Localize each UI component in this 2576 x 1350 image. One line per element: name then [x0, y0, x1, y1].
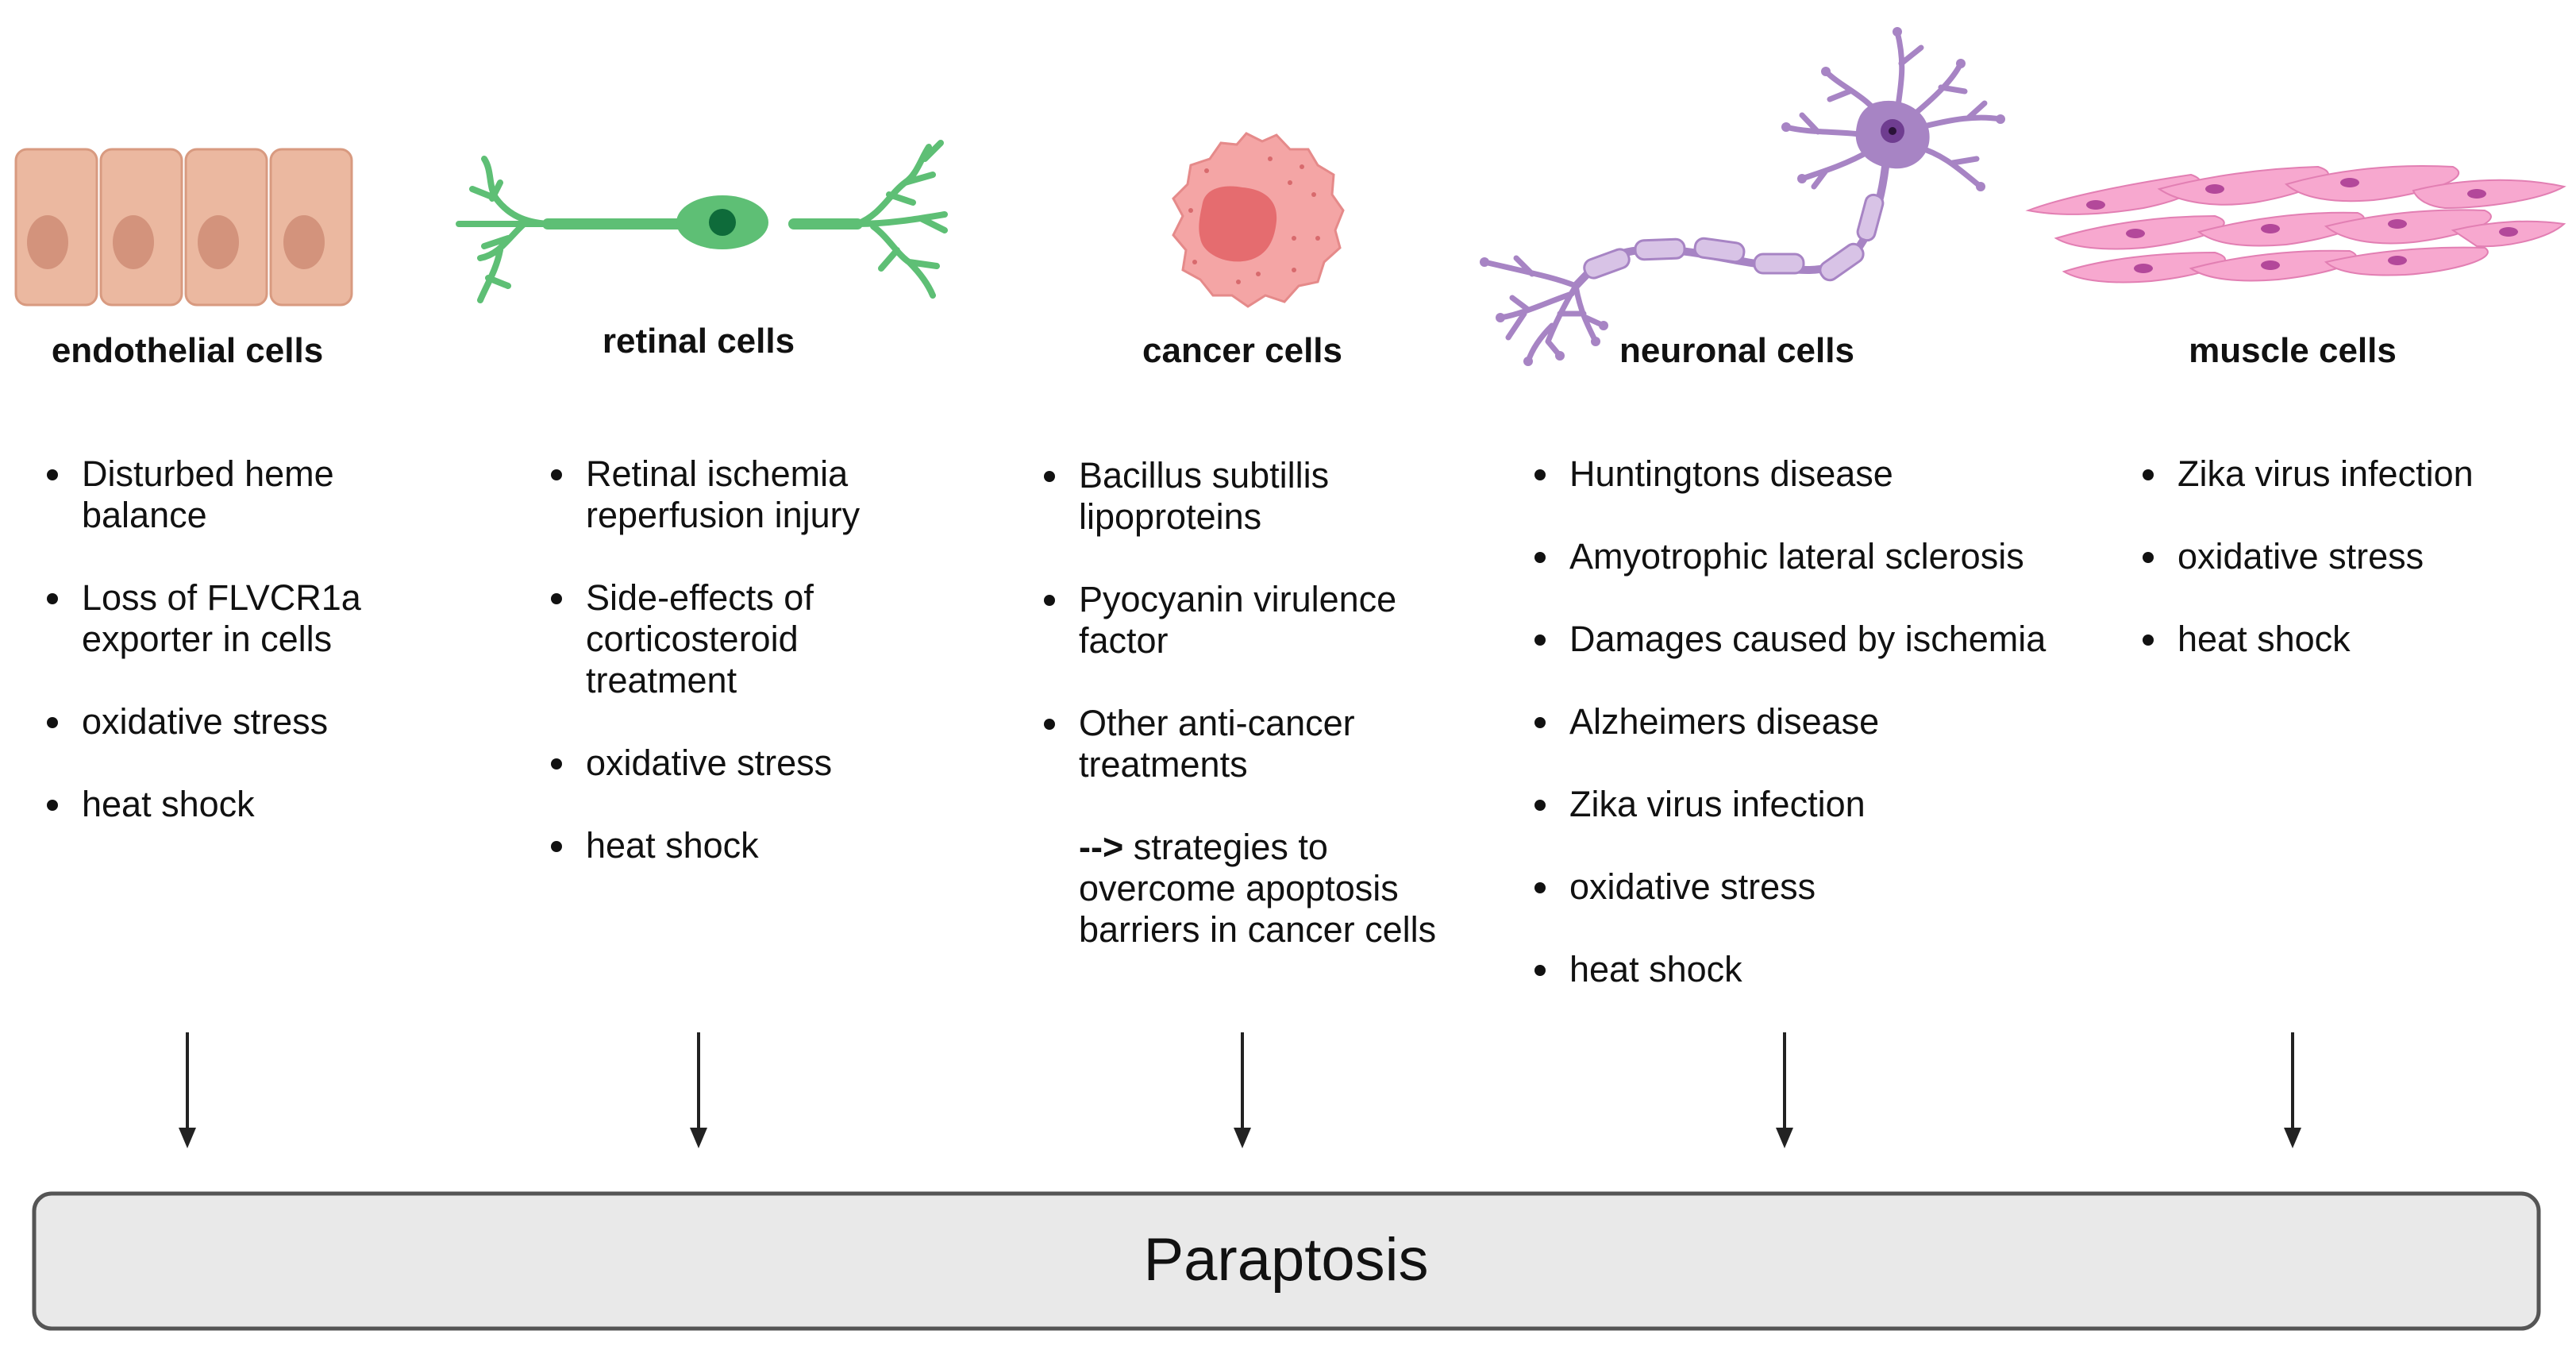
- list-item-text: treatment: [586, 660, 737, 700]
- list-item-text: Disturbed heme: [82, 453, 334, 494]
- bullet-dot: [551, 841, 562, 852]
- bullet-dot: [551, 593, 562, 604]
- endothelial-nucleus-1: [27, 215, 68, 269]
- endothelial-nucleus-2: [113, 215, 154, 269]
- list-item-text: oxidative stress: [2177, 536, 2424, 577]
- note-text-first: --> strategies to: [1079, 827, 1328, 867]
- retinal-nucleus: [709, 209, 736, 236]
- list-item-text: exporter in cells: [82, 619, 332, 659]
- bullet-dot: [1044, 471, 1055, 482]
- arrow-cancer: [1234, 1032, 1251, 1148]
- cancer-nucleus: [1199, 186, 1277, 262]
- list-item-text: oxidative stress: [586, 742, 832, 783]
- bullet-dot: [47, 469, 58, 480]
- arrow-muscle: [2284, 1032, 2301, 1148]
- list-item-text: oxidative stress: [82, 701, 328, 742]
- bullet-dot: [1534, 965, 1546, 976]
- list-item-text: heat shock: [586, 825, 759, 866]
- note-text: overcome apoptosis: [1079, 868, 1399, 908]
- bullet-dot: [47, 593, 58, 604]
- note-text: barriers in cancer cells: [1079, 909, 1436, 950]
- bullet-dot: [1534, 634, 1546, 646]
- bullet-dot: [1534, 552, 1546, 563]
- arrows: [179, 1032, 2301, 1148]
- bullet-dot: [2143, 552, 2154, 563]
- list-item-text: treatments: [1079, 744, 1248, 785]
- note-text: strategies to: [1134, 827, 1328, 867]
- column-title-cancer: cancer cells: [1142, 331, 1342, 370]
- bullet-dot: [47, 800, 58, 811]
- bullet-dot: [47, 717, 58, 728]
- list-item-text: lipoproteins: [1079, 496, 1261, 537]
- list-item-text: Huntingtons disease: [1569, 453, 1893, 494]
- list-item-text: corticosteroid: [586, 619, 799, 659]
- list-item-text: Other anti-cancer: [1079, 703, 1355, 743]
- bullet-dot: [551, 469, 562, 480]
- list-item-text: Zika virus infection: [2177, 453, 2474, 494]
- cancer-cell-icon: [1172, 132, 1345, 308]
- column-title-neuronal: neuronal cells: [1619, 331, 1854, 370]
- bullet-dot: [1534, 800, 1546, 811]
- list-item-text: Bacillus subtillis: [1079, 455, 1329, 496]
- cause-list-cancer: Bacillus subtillislipoproteinsPyocyanin …: [1044, 455, 1436, 950]
- list-item-text: Pyocyanin virulence: [1079, 579, 1396, 619]
- bullet-dot: [1044, 719, 1055, 730]
- list-item-text: Amyotrophic lateral sclerosis: [1569, 536, 2024, 577]
- endothelial-nucleus-3: [198, 215, 239, 269]
- list-item-text: Zika virus infection: [1569, 784, 1866, 824]
- list-item-text: heat shock: [1569, 949, 1742, 989]
- endothelial-nucleus-4: [283, 215, 325, 269]
- list-item-text: heat shock: [2177, 619, 2351, 659]
- bullet-dot: [2143, 469, 2154, 480]
- bullet-dot: [2143, 634, 2154, 646]
- endothelial-cells-icon: [14, 148, 353, 307]
- list-item-text: factor: [1079, 620, 1169, 661]
- paraptosis-box: Paraptosis: [32, 1191, 2541, 1331]
- retinal-cell-icon: [456, 140, 948, 303]
- arrow-neuronal: [1776, 1032, 1793, 1148]
- paraptosis-label: Paraptosis: [1143, 1226, 1428, 1294]
- note-arrow: -->: [1079, 827, 1134, 867]
- column-title-retinal: retinal cells: [603, 322, 795, 361]
- bullet-dot: [551, 758, 562, 770]
- bullet-dot: [1534, 469, 1546, 480]
- list-item-text: balance: [82, 495, 207, 535]
- column-title-endothelial: endothelial cells: [52, 331, 323, 370]
- list-item-text: Alzheimers disease: [1569, 701, 1879, 742]
- list-item-text: Side-effects of: [586, 577, 814, 618]
- list-item-text: reperfusion injury: [586, 495, 861, 535]
- arrow-retinal: [690, 1032, 707, 1148]
- list-item-text: heat shock: [82, 784, 255, 824]
- bullet-dot: [1534, 882, 1546, 893]
- bullet-dot: [1534, 717, 1546, 728]
- list-item-text: Damages caused by ischemia: [1569, 619, 2047, 659]
- neuron-icon: [1480, 27, 2005, 366]
- cause-list-muscle: Zika virus infection oxidative stress heat…: [2143, 453, 2474, 659]
- list-item-text: oxidative stress: [1569, 866, 1816, 907]
- list-item-text: Retinal ischemia: [586, 453, 849, 494]
- column-title-muscle: muscle cells: [2189, 331, 2397, 370]
- list-item-text: Loss of FLVCR1a: [82, 577, 362, 618]
- muscle-cells-icon: [2025, 165, 2566, 284]
- arrow-endothelial: [179, 1032, 196, 1148]
- bullet-dot: [1044, 595, 1055, 606]
- neuron-myelin-sheath: [1583, 193, 1885, 282]
